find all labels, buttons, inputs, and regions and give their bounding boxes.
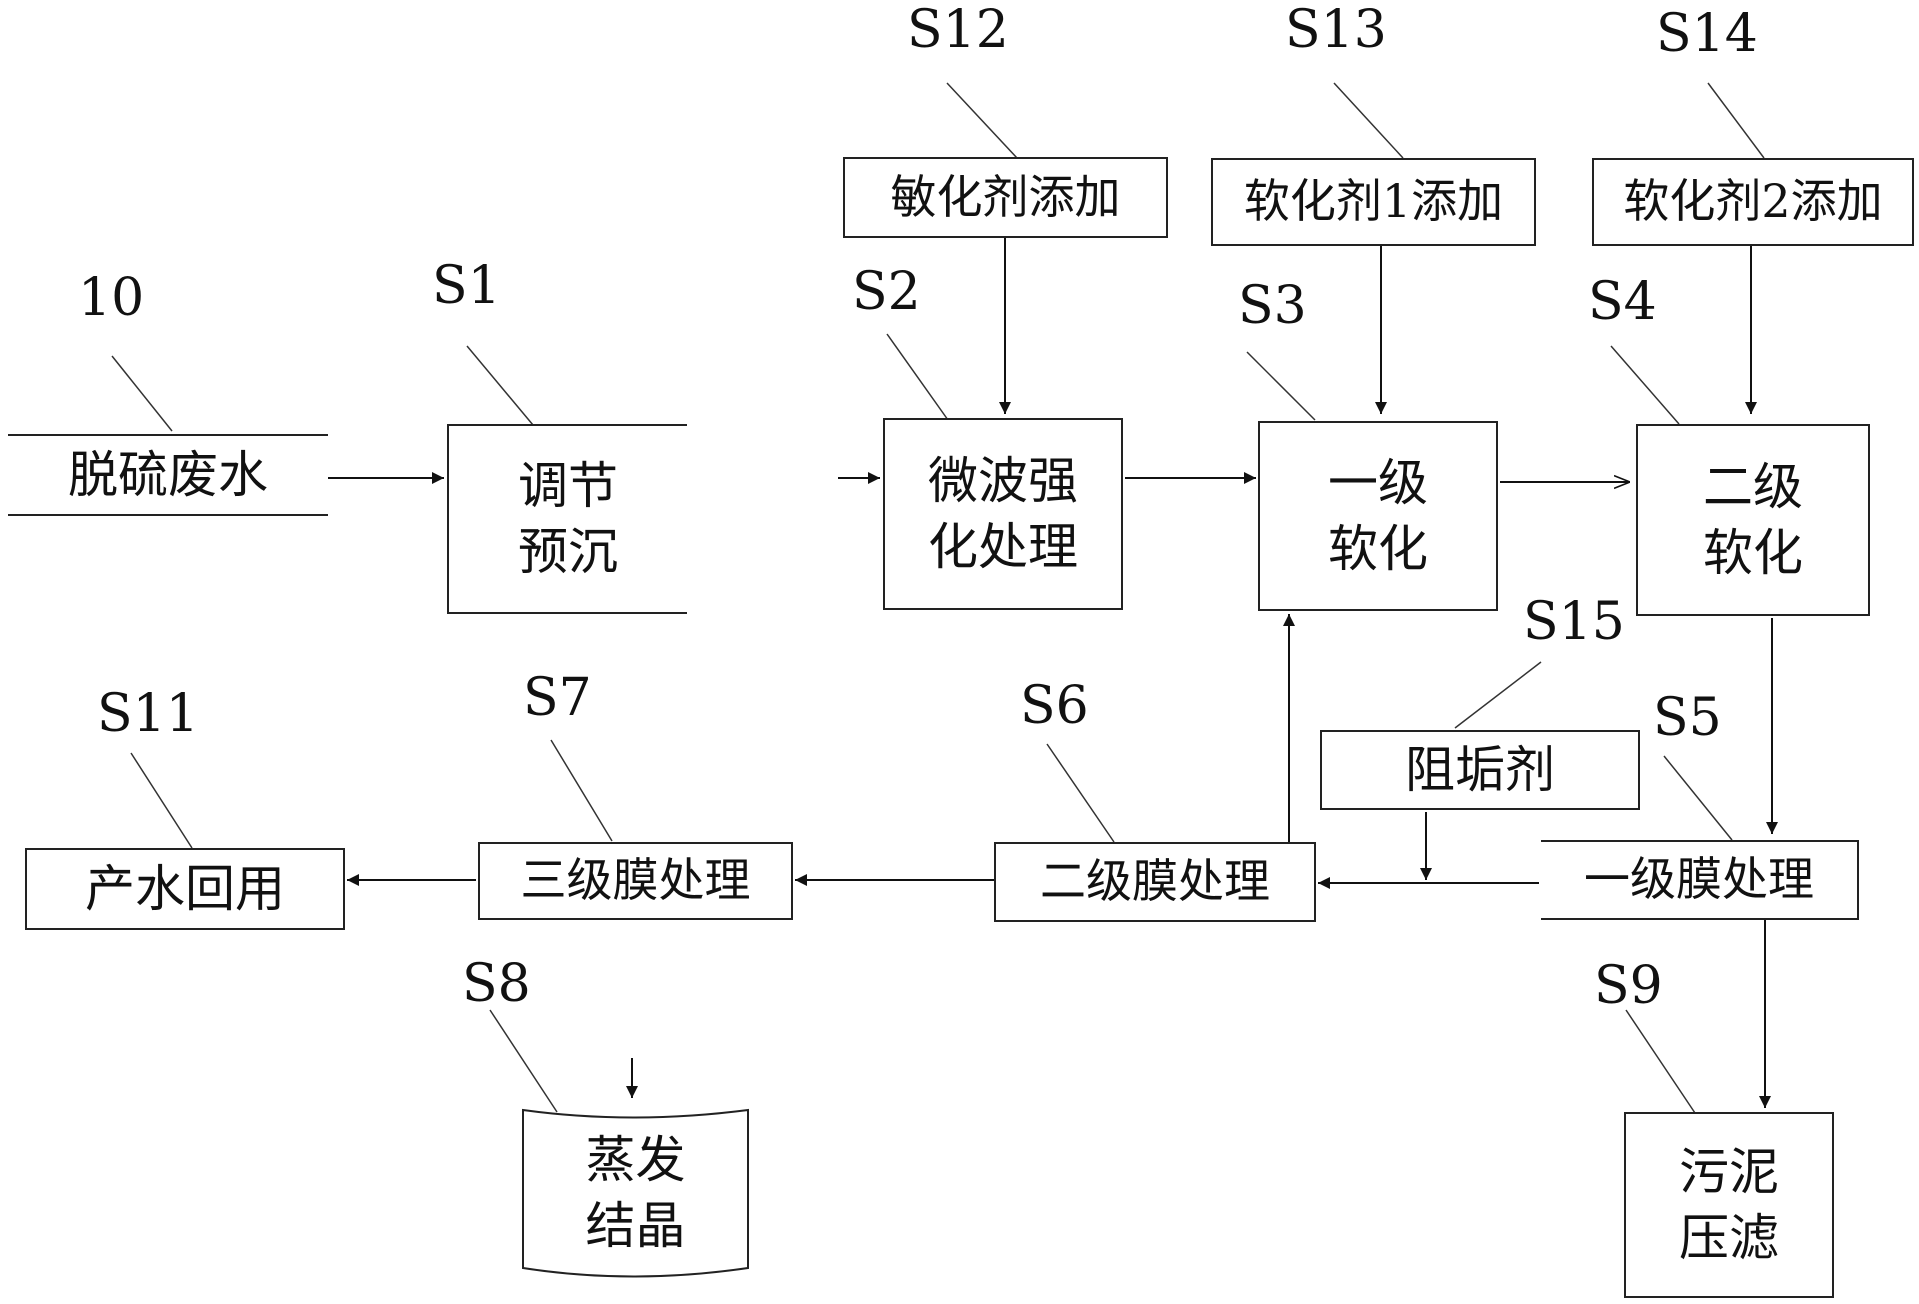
tag-s13: S13 [1285,0,1387,60]
secondary-softening-box: 二级 软化 [1636,424,1870,616]
leader-s2 [886,333,949,421]
tag-s8: S8 [462,954,531,1014]
tag-s9: S9 [1594,956,1663,1016]
tag-10: 10 [78,268,145,328]
leader-s11 [130,752,193,849]
sludge-filter-press-box: 污泥 压滤 [1624,1112,1834,1298]
tag-s5: S5 [1653,688,1722,748]
tag-s11: S11 [97,684,199,744]
tag-s6: S6 [1020,676,1089,736]
evaporation-tank-outline [522,1108,749,1278]
tag-s2: S2 [852,262,921,322]
leader-s1 [466,345,534,426]
primary-softening-box: 一级 软化 [1258,421,1498,611]
tag-s15: S15 [1523,592,1625,652]
tag-s12: S12 [907,0,1009,60]
softener1-addition-box: 软化剂1添加 [1211,158,1536,246]
tag-s1: S1 [432,256,501,316]
leader-10 [111,355,173,432]
antiscalant-box: 阻垢剂 [1320,730,1640,810]
desulfurization-wastewater-box: 脱硫废水 [8,434,328,516]
leader-s12 [946,82,1018,159]
leader-s8 [489,1009,558,1113]
secondary-membrane-box: 二级膜处理 [994,842,1316,922]
tag-s14: S14 [1656,4,1758,64]
softener2-addition-box: 软化剂2添加 [1592,158,1914,246]
leader-s3 [1246,351,1316,421]
evaporation-crystallization-label: 蒸发 结晶 [585,1131,686,1255]
leader-s5 [1663,755,1733,841]
leader-s7 [550,739,613,842]
tag-s4: S4 [1588,272,1657,332]
water-reuse-box: 产水回用 [25,848,345,930]
leader-s13 [1333,82,1404,159]
regulate-presettle-box: 调节 预沉 [447,424,687,614]
leader-s4 [1610,345,1680,425]
tag-s3: S3 [1238,276,1307,336]
leader-s15 [1454,661,1542,729]
leader-s9 [1625,1009,1696,1114]
tag-s7: S7 [523,668,592,728]
leader-s14 [1707,82,1765,159]
primary-membrane-box: 一级膜处理 [1541,840,1859,920]
sensitizer-addition-box: 敏化剂添加 [843,157,1168,238]
microwave-treatment-box: 微波强 化处理 [883,418,1123,610]
leader-s6 [1046,743,1115,843]
tertiary-membrane-box: 三级膜处理 [478,842,793,920]
